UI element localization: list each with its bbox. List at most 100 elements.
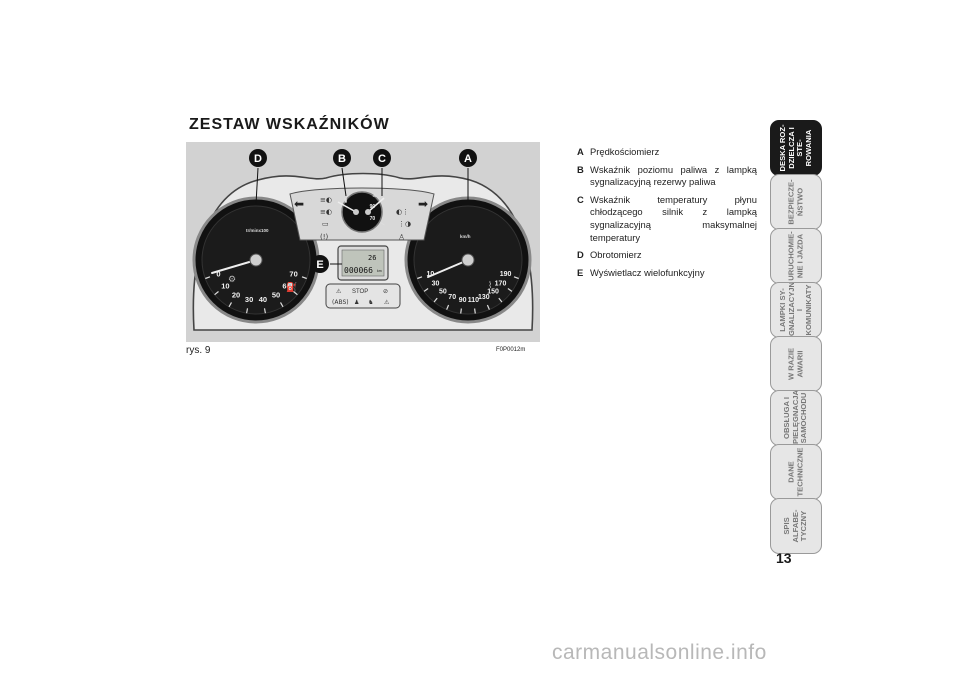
dial-tick-mark xyxy=(446,304,450,310)
tab-label: BEZPIECZE- ŃSTWO xyxy=(786,179,804,225)
dial-tick-mark xyxy=(433,297,438,303)
callout-label: E xyxy=(316,259,323,271)
stop-label: STOP xyxy=(352,289,368,295)
legend-item: E Wyświetlacz wielofunkcyjny xyxy=(577,267,757,280)
page-number: 13 xyxy=(776,550,792,566)
dial-tick-label: 30 xyxy=(432,281,440,288)
handbrake-icon: (!) xyxy=(320,233,329,241)
speedometer-needle xyxy=(427,259,469,278)
page-title: ZESTAW WSKAŹNIKÓW xyxy=(189,116,390,133)
tab-warning-lights[interactable]: LAMPKI SY- GNALIZACYJNE I KOMUNIKATY xyxy=(770,282,822,338)
dial-tick-label: 40 xyxy=(259,295,267,304)
coolant-icon: ≛ xyxy=(372,192,377,200)
dial-tick-mark xyxy=(214,291,219,296)
callout-label: D xyxy=(254,153,262,165)
dial-tick-label: 60 xyxy=(282,281,290,290)
brake-system-icon: (ABS) xyxy=(332,299,349,306)
legend-item: C Wskaźnik temperatury płynu chłodzącego… xyxy=(577,194,757,244)
tachometer-unit: tr/minx100 xyxy=(246,228,269,233)
tab-safety[interactable]: BEZPIECZE- ŃSTWO xyxy=(770,174,822,230)
airbag-icon: ⊘ xyxy=(383,288,388,295)
battery-icon: ▭ xyxy=(322,220,329,228)
legend-text: Wyświetlacz wielofunkcyjny xyxy=(590,266,705,278)
person-icon: ♟ xyxy=(354,299,359,306)
tab-label: OBSŁUGA I PIELĘGNACJA SAMOCHODU xyxy=(782,390,809,444)
dial-tick-mark xyxy=(228,302,233,308)
temperature-needle xyxy=(367,197,385,213)
dial-tick-mark xyxy=(301,276,307,280)
dial-tick-label: 0 xyxy=(216,269,220,278)
tab-label: W RAZIE AWARII xyxy=(786,347,804,381)
dial-tick-label: 20 xyxy=(232,290,240,299)
legend-text: Obrotomierz xyxy=(590,249,642,261)
dial-tick-label: 110 xyxy=(468,297,479,304)
callout-label: A xyxy=(464,153,472,165)
tab-maintenance[interactable]: OBSŁUGA I PIELĘGNACJA SAMOCHODU xyxy=(770,390,822,446)
tab-index[interactable]: SPIS ALFABE- TYCZNY xyxy=(770,498,822,554)
dial-tick-label: 10 xyxy=(221,281,229,290)
dial-tick-mark xyxy=(263,308,266,314)
callout-circle xyxy=(459,149,477,167)
dial-tick-mark xyxy=(498,297,503,303)
dial-tick-label: 70 xyxy=(289,269,297,278)
low-beam-icon: ≡◐ xyxy=(320,196,332,204)
watermark: carmanualsonline.info xyxy=(552,641,767,664)
callout-label: C xyxy=(378,153,386,165)
glow-plug-icon: ⌇ xyxy=(488,280,492,291)
legend-letter: E xyxy=(577,266,584,278)
dial-tick-label: 70 xyxy=(370,216,376,222)
legend-letter: B xyxy=(577,163,584,175)
fuel-pump-icon: ⛽ xyxy=(286,281,297,293)
tab-dashboard-controls[interactable]: DESKA ROZ- DZIELCZA I STE- ROWANIA xyxy=(770,120,822,176)
legend-letter: D xyxy=(577,249,584,261)
legend-text: Prędkościomierz xyxy=(590,146,660,157)
speedometer-unit: km/h xyxy=(460,234,471,239)
dial-tick-label: 190 xyxy=(500,271,512,278)
fuel-needle xyxy=(337,201,357,213)
callout-circle xyxy=(311,255,329,273)
legend-text: Wskaźnik poziomu paliwa z lampką sygnali… xyxy=(590,163,757,188)
dial-tick-label: 70 xyxy=(448,294,456,301)
dial-tick-mark xyxy=(460,308,462,314)
legend-item: D Obrotomierz xyxy=(577,249,757,262)
tab-label: SPIS ALFABE- TYCZNY xyxy=(782,509,809,543)
dial-tick-mark xyxy=(279,302,284,308)
tab-emergency[interactable]: W RAZIE AWARII xyxy=(770,336,822,392)
dial-tick-mark xyxy=(474,308,476,314)
callout-circle xyxy=(333,149,351,167)
figure-code: F0P0012m xyxy=(496,347,526,353)
legend-text: Wskaźnik temperatury płynu chłodzącego s… xyxy=(590,193,757,243)
display-odometer: 000066 xyxy=(344,266,373,275)
dial-tick-mark xyxy=(246,308,249,314)
dial-tick-label: 30 xyxy=(245,295,253,304)
fog-light-icon: ◐⋮ xyxy=(396,208,409,216)
engine-check-icon: ⚙ xyxy=(228,275,236,285)
high-beam-icon: ≡◐ xyxy=(320,208,332,216)
figure-caption: rys. 9 xyxy=(186,345,211,356)
warning-strip xyxy=(325,283,401,309)
dial-tick-label: 170 xyxy=(495,281,507,288)
tab-starting-driving[interactable]: URUCHOMIE- NIE I JAZDA xyxy=(770,228,822,284)
legend-letter: C xyxy=(577,193,584,205)
dial-tick-label: 50 xyxy=(439,289,447,296)
dial-tick-mark xyxy=(417,276,423,280)
dial-tick-label: 50 xyxy=(272,290,280,299)
rear-fog-icon: ⋮◑ xyxy=(398,220,411,228)
dial-tick-mark xyxy=(423,288,429,292)
left-turn-arrow-icon: ⬅ xyxy=(294,197,304,211)
legend-item: A Prędkościomierz xyxy=(577,146,757,159)
warning-triangle-icon: ⚠ xyxy=(336,288,342,295)
general-warning-icon: ⚠ xyxy=(384,299,390,306)
tab-label: DANE TECHNICZNE xyxy=(786,447,804,497)
dial-tick-mark xyxy=(205,276,211,280)
dial-tick-mark xyxy=(293,291,298,296)
tachometer-needle xyxy=(211,259,257,274)
tab-technical-data[interactable]: DANE TECHNICZNE xyxy=(770,444,822,500)
dial-tick-mark xyxy=(379,221,385,226)
tab-label: DESKA ROZ- DZIELCZA I STE- ROWANIA xyxy=(777,124,813,172)
legend-item: B Wskaźnik poziomu paliwa z lampką sygna… xyxy=(577,164,757,189)
dial-tick-mark xyxy=(507,288,513,292)
